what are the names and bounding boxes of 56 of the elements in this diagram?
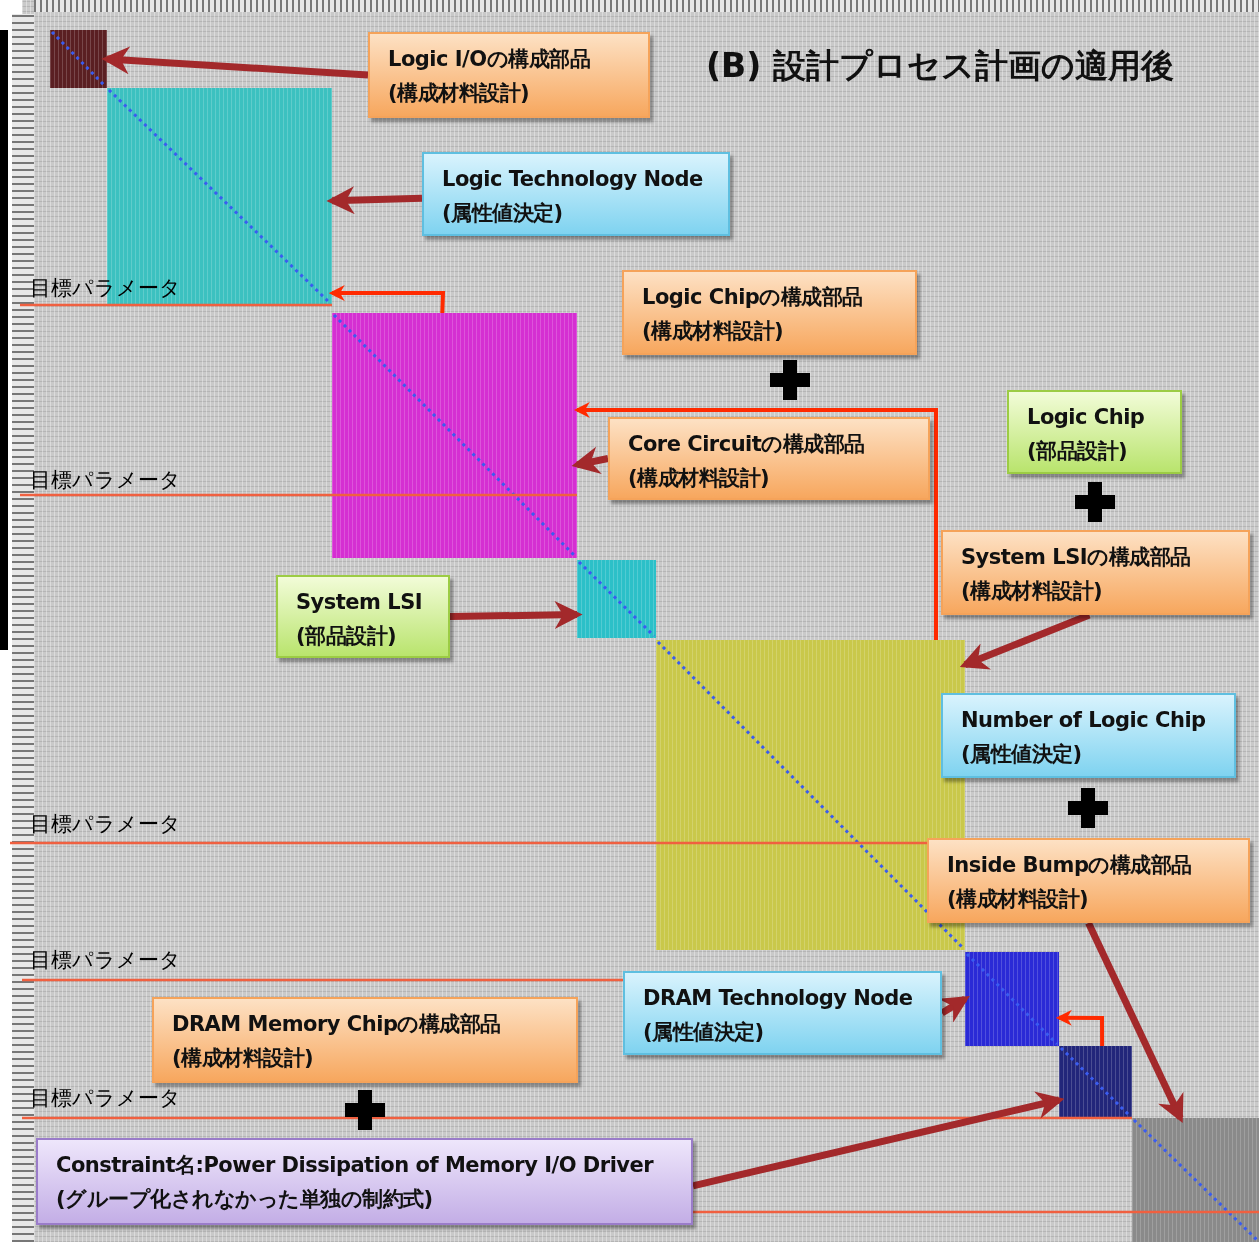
- callout-subtitle: (部品設計): [296, 623, 398, 650]
- title: (B) 設計プロセス計画の適用後: [706, 45, 1174, 87]
- arrow: [101, 46, 369, 79]
- callout-title: Logic Chip: [1027, 404, 1146, 431]
- callout-subtitle: (属性値決定): [442, 200, 564, 227]
- callout-box: [941, 530, 1250, 615]
- callout-title: Core Circuitの構成部品: [628, 431, 866, 458]
- arrow: [326, 186, 423, 215]
- matrix-block: [1059, 1046, 1132, 1118]
- parameter-label: 目標パラメータ: [30, 1085, 181, 1112]
- callout-box: [1007, 390, 1182, 474]
- callout-title: Inside Bumpの構成部品: [947, 852, 1193, 879]
- callout-box: [623, 971, 942, 1055]
- matrix-block: [965, 952, 1059, 1046]
- arrow: [573, 402, 938, 640]
- arrow: [328, 285, 446, 314]
- callout-title: System LSI: [296, 589, 424, 616]
- callout-title: Number of Logic Chip: [961, 707, 1207, 734]
- callout-title: DRAM Technology Node: [643, 985, 914, 1012]
- callout-box: [422, 152, 730, 236]
- callout-box: [36, 1138, 693, 1225]
- callout-box: [276, 575, 450, 658]
- callout-subtitle: (構成材料設計): [172, 1045, 315, 1072]
- callout-subtitle: (属性値決定): [643, 1019, 765, 1046]
- callout-title: DRAM Memory Chipの構成部品: [172, 1011, 502, 1038]
- matrix-block: [577, 560, 656, 638]
- parameter-label: 目標パラメータ: [30, 811, 181, 838]
- callout-subtitle: (構成材料設計): [947, 886, 1090, 913]
- arrow: [1085, 921, 1184, 1124]
- callout-box: [368, 32, 650, 118]
- arrow: [449, 600, 583, 629]
- arrow: [1055, 1009, 1105, 1046]
- callout-title: Logic Technology Node: [442, 166, 704, 193]
- callout-box: [622, 270, 917, 355]
- arrow: [692, 1091, 1065, 1190]
- callout-subtitle: (構成材料設計): [388, 80, 531, 107]
- callout-box: [927, 838, 1250, 923]
- callout-subtitle: (構成材料設計): [961, 578, 1104, 605]
- callout-subtitle: (構成材料設計): [628, 465, 771, 492]
- callout-box: [608, 417, 930, 500]
- callout-title: System LSIの構成部品: [961, 544, 1192, 571]
- callout-subtitle: (部品設計): [1027, 438, 1129, 465]
- callout-title: Logic Chipの構成部品: [642, 284, 864, 311]
- matrix-block: [50, 30, 107, 88]
- callout-subtitle: (構成材料設計): [642, 318, 785, 345]
- callout-box: [152, 997, 578, 1083]
- arrow: [571, 446, 609, 475]
- matrix-block: [332, 313, 577, 558]
- callout-subtitle: (属性値決定): [961, 741, 1083, 768]
- parameter-label: 目標パラメータ: [30, 467, 181, 494]
- callout-title: Constraint名:Power Dissipation of Memory I/O Driver: [56, 1152, 655, 1179]
- callout-title: Logic I/Oの構成部品: [388, 46, 592, 73]
- parameter-label: 目標パラメータ: [30, 947, 181, 974]
- callout-subtitle: (グループ化されなかった単独の制約式): [56, 1186, 434, 1213]
- matrix-block: [1132, 1118, 1259, 1242]
- callout-box: [941, 693, 1236, 778]
